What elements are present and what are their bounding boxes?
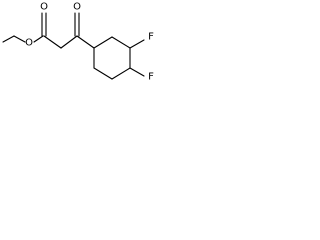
bond-ch2-ketone-carbon [60, 35, 78, 49]
bond-ring-fluorine-lower [129, 67, 145, 77]
ring-bond-2 [111, 36, 131, 49]
ring-bond-4 [111, 67, 131, 80]
atom-label-ketone-oxygen: O [73, 2, 81, 13]
atom-label-fluorine-upper: F [148, 32, 154, 43]
bond-ethyl-ch2-oxygen [13, 35, 26, 43]
bond-ether-oxygen-ester-carbon [33, 35, 44, 43]
ring-bond-1 [93, 36, 113, 49]
chemical-structure-diagram: O O O F F [2, 2, 154, 83]
ring-bond-5 [93, 67, 113, 80]
bond-ketone-carbon-ring [76, 35, 95, 49]
atom-label-fluorine-lower: F [148, 72, 154, 83]
bond-ester-carbon-ch2 [43, 35, 62, 49]
bond-ring-fluorine-upper [129, 39, 145, 49]
atom-label-ester-carbonyl-oxygen: O [40, 2, 48, 13]
bond-ethyl-ch3-ch2 [2, 35, 15, 43]
atom-label-ester-ether-oxygen: O [25, 38, 33, 49]
